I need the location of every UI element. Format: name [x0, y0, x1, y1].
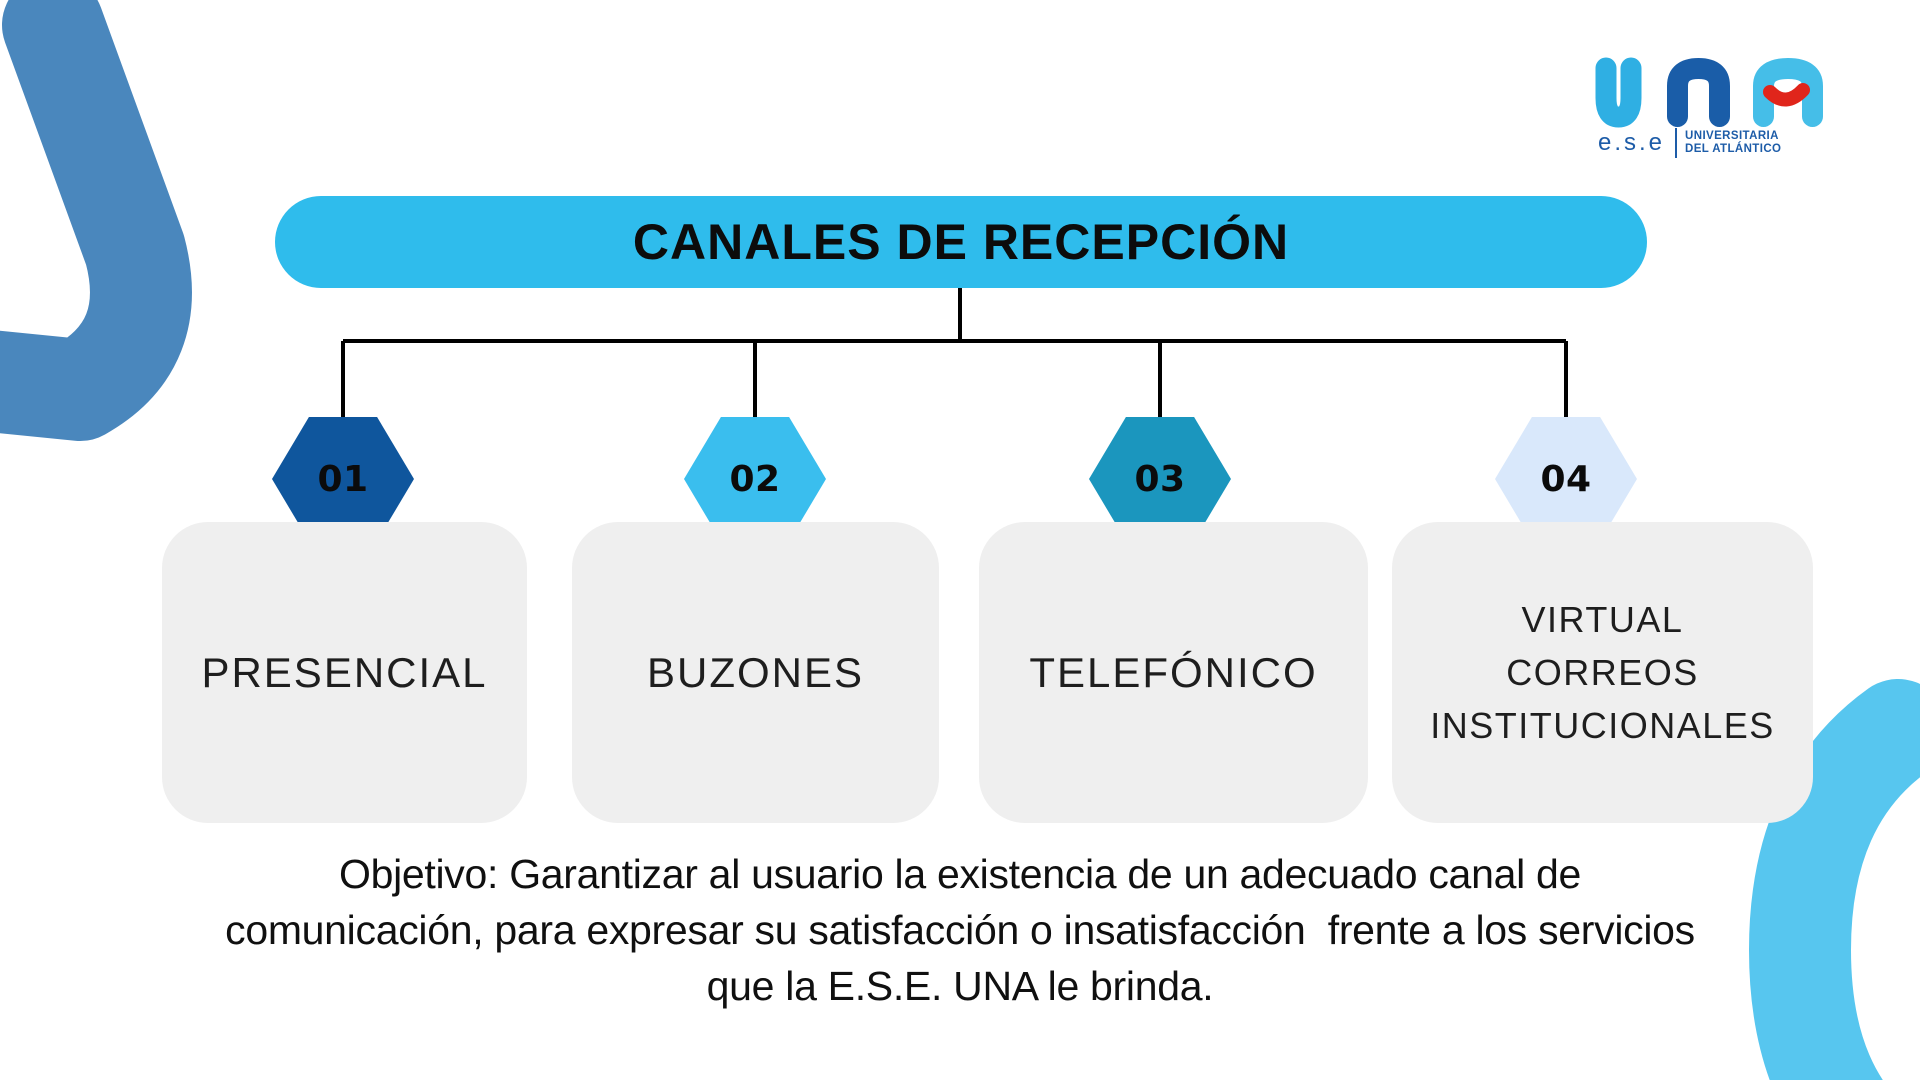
logo-letter-a [1753, 58, 1823, 127]
logo-smile [1763, 83, 1810, 107]
channel-label: PRESENCIAL [201, 648, 488, 696]
right-curve-path [1749, 679, 1920, 1080]
channel-label-line: INSTITUCIONALES [1430, 705, 1775, 746]
hexagon-number: 03 [1134, 458, 1186, 500]
channel-card-telefonico: TELEFÓNICO [979, 522, 1368, 823]
una-logo-wordmark [1595, 57, 1823, 128]
channel-label: BUZONES [646, 648, 865, 696]
logo-org-name: UNIVERSITARIA DEL ATLÁNTICO [1685, 130, 1781, 156]
page-title: CANALES DE RECEPCIÓN [632, 214, 1290, 270]
objective-paragraph: Objetivo: Garantizar al usuario la exist… [0, 846, 1920, 1014]
channel-card-presencial: PRESENCIAL [162, 522, 527, 823]
logo-letter-n [1667, 58, 1730, 127]
logo-org-line1: UNIVERSITARIA [1685, 130, 1779, 142]
hexagon-number: 01 [317, 458, 369, 500]
logo-separator [1675, 128, 1678, 158]
logo-org-line2: DEL ATLÁNTICO [1685, 143, 1782, 155]
title-banner: CANALES DE RECEPCIÓN [275, 196, 1647, 288]
channel-label-line: VIRTUAL [1521, 599, 1684, 640]
logo-letter-u [1595, 57, 1642, 128]
logo-ese-text: e.s.e [1598, 129, 1666, 156]
channel-label: TELEFÓNICO [1029, 648, 1318, 696]
una-logo: e.s.e UNIVERSITARIA DEL ATLÁNTICO [1590, 40, 1850, 170]
objective-line: comunicación, para expresar su satisfacc… [225, 907, 1695, 953]
channel-card-virtual: VIRTUAL CORREOS INSTITUCIONALES [1392, 522, 1813, 823]
tree-connectors [341, 287, 1568, 424]
objective-line: que la E.S.E. UNA le brinda. [706, 963, 1214, 1009]
decorative-right-curve [1749, 679, 1920, 1080]
channel-label-line: CORREOS [1506, 652, 1699, 693]
objective-line: Objetivo: Garantizar al usuario la exist… [339, 851, 1581, 897]
channel-card-buzones: BUZONES [572, 522, 939, 823]
left-curve-path [0, 0, 192, 441]
decorative-left-curve [0, 0, 192, 441]
hexagon-number: 04 [1540, 458, 1592, 500]
hexagon-number: 02 [729, 458, 781, 500]
